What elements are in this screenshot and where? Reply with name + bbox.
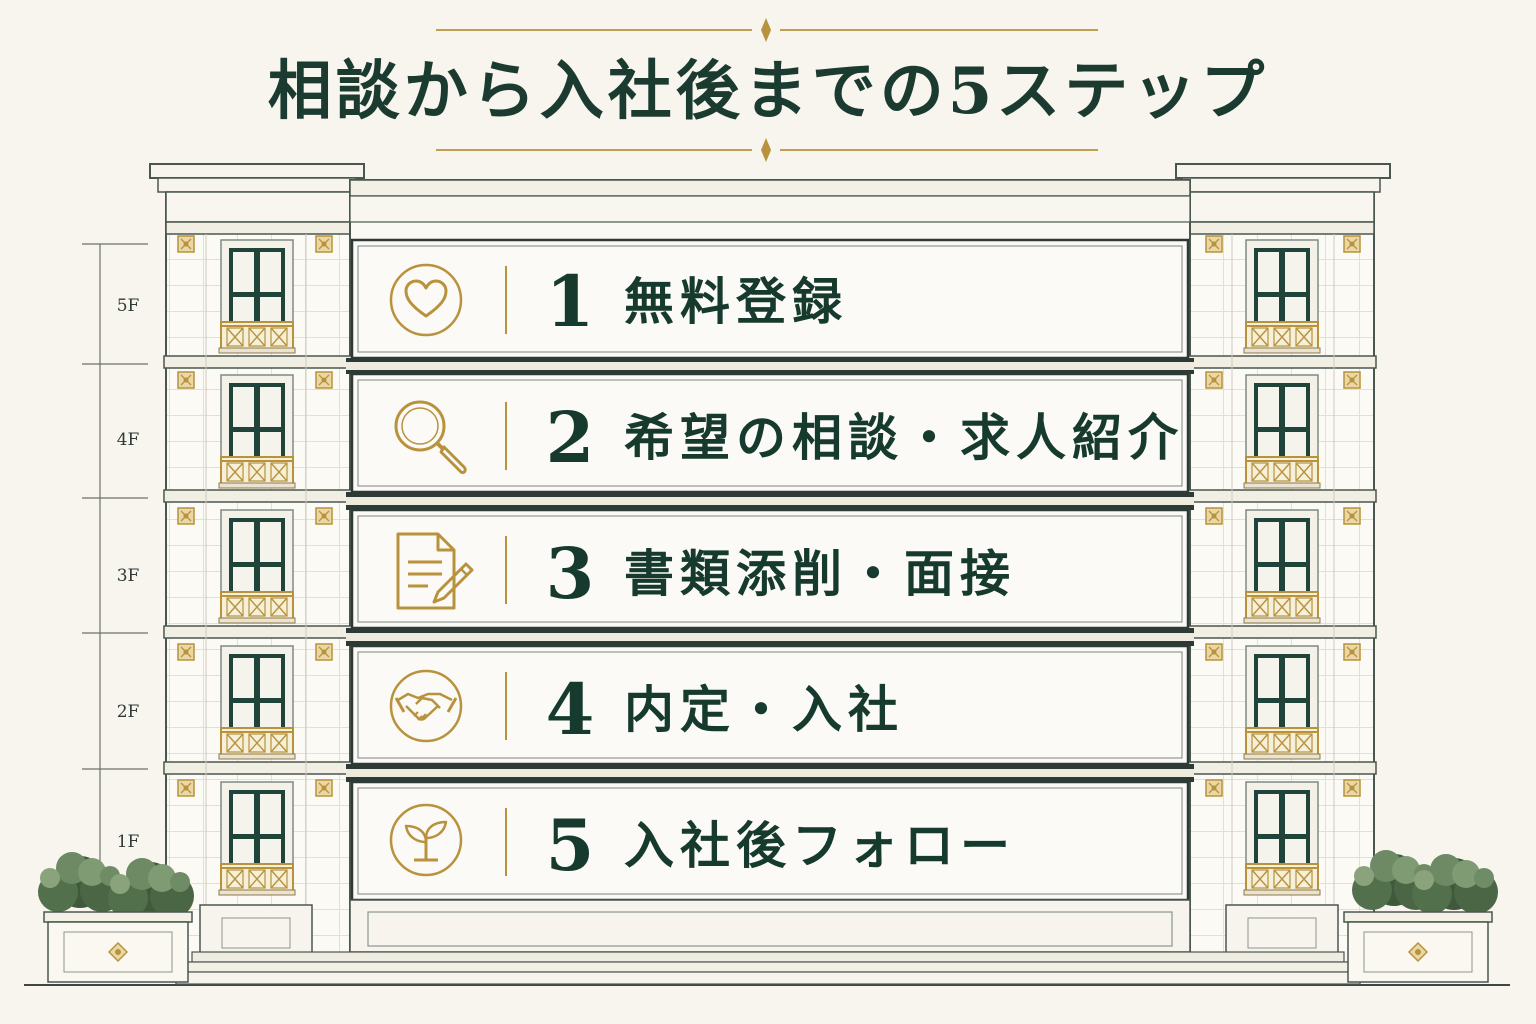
page-title: 相談から入社後までの5ステップ (267, 54, 1269, 129)
step-3-label: 書類添削・面接 (624, 544, 1016, 603)
magnifier-icon (394, 400, 467, 474)
floor-label-2f: 2F (116, 702, 140, 722)
heart-icon (389, 263, 463, 337)
document-pen-icon (396, 532, 474, 610)
handshake-icon (389, 669, 463, 743)
step-5-label: 入社後フォロー (624, 816, 1016, 875)
floor-label-3f: 3F (116, 566, 140, 586)
step-5-number: 5 (545, 804, 595, 887)
floor-label-4f: 4F (116, 430, 140, 450)
step-3-number: 3 (545, 532, 595, 615)
step-4-number: 4 (545, 668, 595, 751)
step-1-number: 1 (545, 260, 595, 343)
floor-label-1f: 1F (116, 832, 140, 852)
step-4-label: 内定・入社 (624, 680, 904, 739)
sprout-icon (389, 803, 463, 877)
step-1-label: 無料登録 (624, 272, 848, 331)
step-2-label: 希望の相談・求人紹介 (624, 408, 1184, 467)
floor-label-5f: 5F (116, 296, 140, 316)
step-2-number: 2 (545, 396, 595, 479)
